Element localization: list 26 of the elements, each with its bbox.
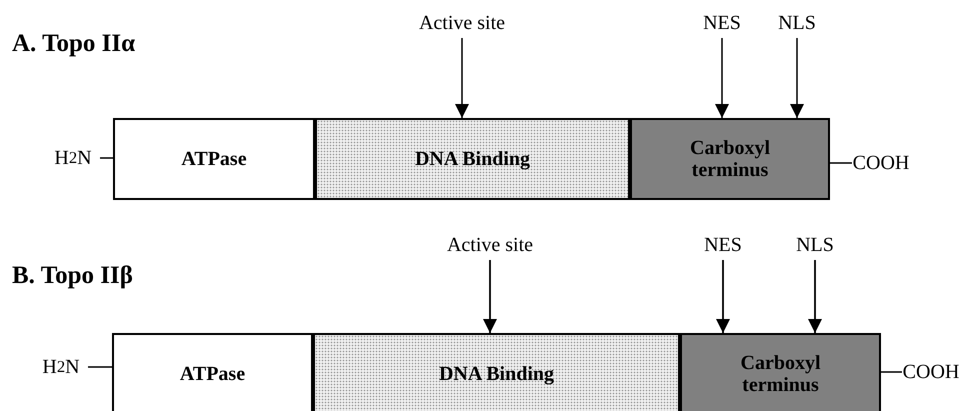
domain-box: DNA Binding (315, 118, 630, 200)
connector-line (881, 371, 902, 373)
panel-title: B. Topo IIβ (12, 262, 133, 290)
site-label: NES (697, 10, 747, 36)
site-label: NLS (772, 10, 822, 36)
terminus-label: COOH (850, 150, 912, 176)
connector-line (100, 157, 113, 159)
connector-line (88, 366, 112, 368)
arrow (808, 260, 822, 333)
site-label: NES (698, 232, 748, 258)
site-label: NLS (790, 232, 840, 258)
terminus-label: COOH (900, 359, 962, 385)
domain-box: Carboxyl terminus (680, 333, 881, 411)
arrow (790, 38, 804, 118)
arrow (716, 260, 730, 333)
panel-title: A. Topo IIα (12, 30, 136, 58)
domain-box: Carboxyl terminus (630, 118, 830, 200)
arrow (483, 260, 497, 333)
domain-box: ATPase (113, 118, 315, 200)
domain-box: DNA Binding (313, 333, 680, 411)
site-label: Active site (417, 10, 507, 36)
connector-line (830, 162, 852, 164)
arrow (715, 38, 729, 118)
arrow (455, 38, 469, 118)
domain-box: ATPase (112, 333, 313, 411)
site-label: Active site (445, 232, 535, 258)
